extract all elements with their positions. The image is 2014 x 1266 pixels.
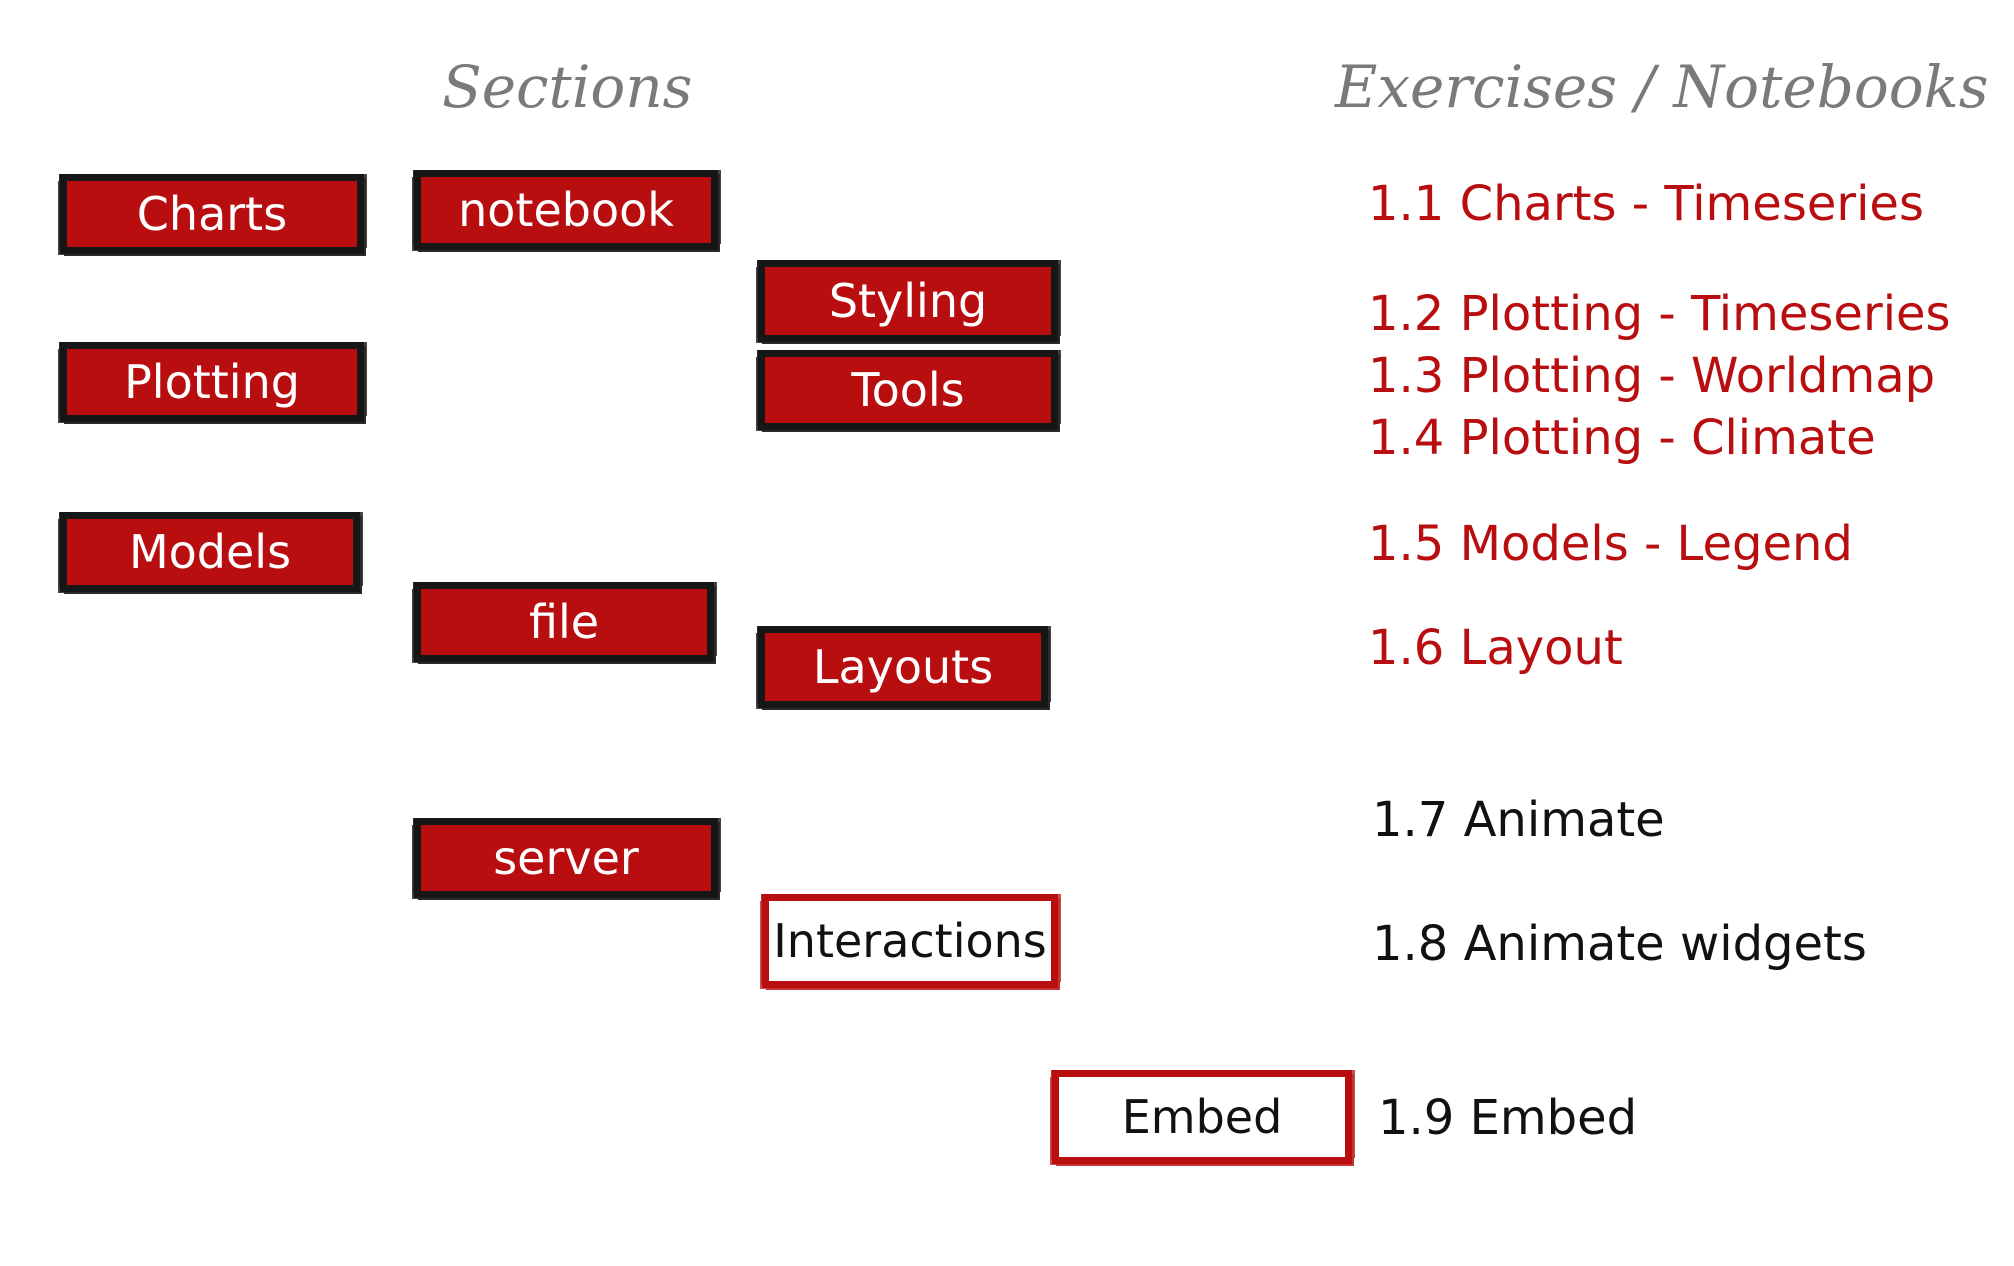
section-box-interactions[interactable]: Interactions xyxy=(762,894,1058,988)
section-box-styling[interactable]: Styling xyxy=(758,260,1058,342)
exercises-heading: Exercises / Notebooks xyxy=(1335,53,1989,121)
section-box-tools[interactable]: Tools xyxy=(758,350,1058,430)
exercise-1-7: 1.7 Animate xyxy=(1372,792,1665,848)
section-box-layouts[interactable]: Layouts xyxy=(758,626,1048,708)
exercise-1-2: 1.2 Plotting - Timeseries xyxy=(1368,286,1951,342)
section-box-embed[interactable]: Embed xyxy=(1052,1070,1352,1164)
section-box-plotting[interactable]: Plotting xyxy=(60,342,364,422)
section-box-charts[interactable]: Charts xyxy=(60,174,364,254)
exercise-1-8: 1.8 Animate widgets xyxy=(1372,916,1867,972)
exercise-1-3: 1.3 Plotting - Worldmap xyxy=(1368,348,1936,404)
sections-heading: Sections xyxy=(442,53,693,121)
exercise-1-5: 1.5 Models - Legend xyxy=(1368,516,1853,572)
exercise-1-4: 1.4 Plotting - Climate xyxy=(1368,410,1876,466)
exercise-1-1: 1.1 Charts - Timeseries xyxy=(1368,176,1924,232)
section-box-file[interactable]: file xyxy=(414,582,714,662)
section-box-models[interactable]: Models xyxy=(60,512,360,592)
exercise-1-9: 1.9 Embed xyxy=(1378,1090,1638,1146)
exercise-1-6: 1.6 Layout xyxy=(1368,620,1623,676)
section-box-notebook[interactable]: notebook xyxy=(414,170,718,250)
section-box-server[interactable]: server xyxy=(414,818,718,898)
